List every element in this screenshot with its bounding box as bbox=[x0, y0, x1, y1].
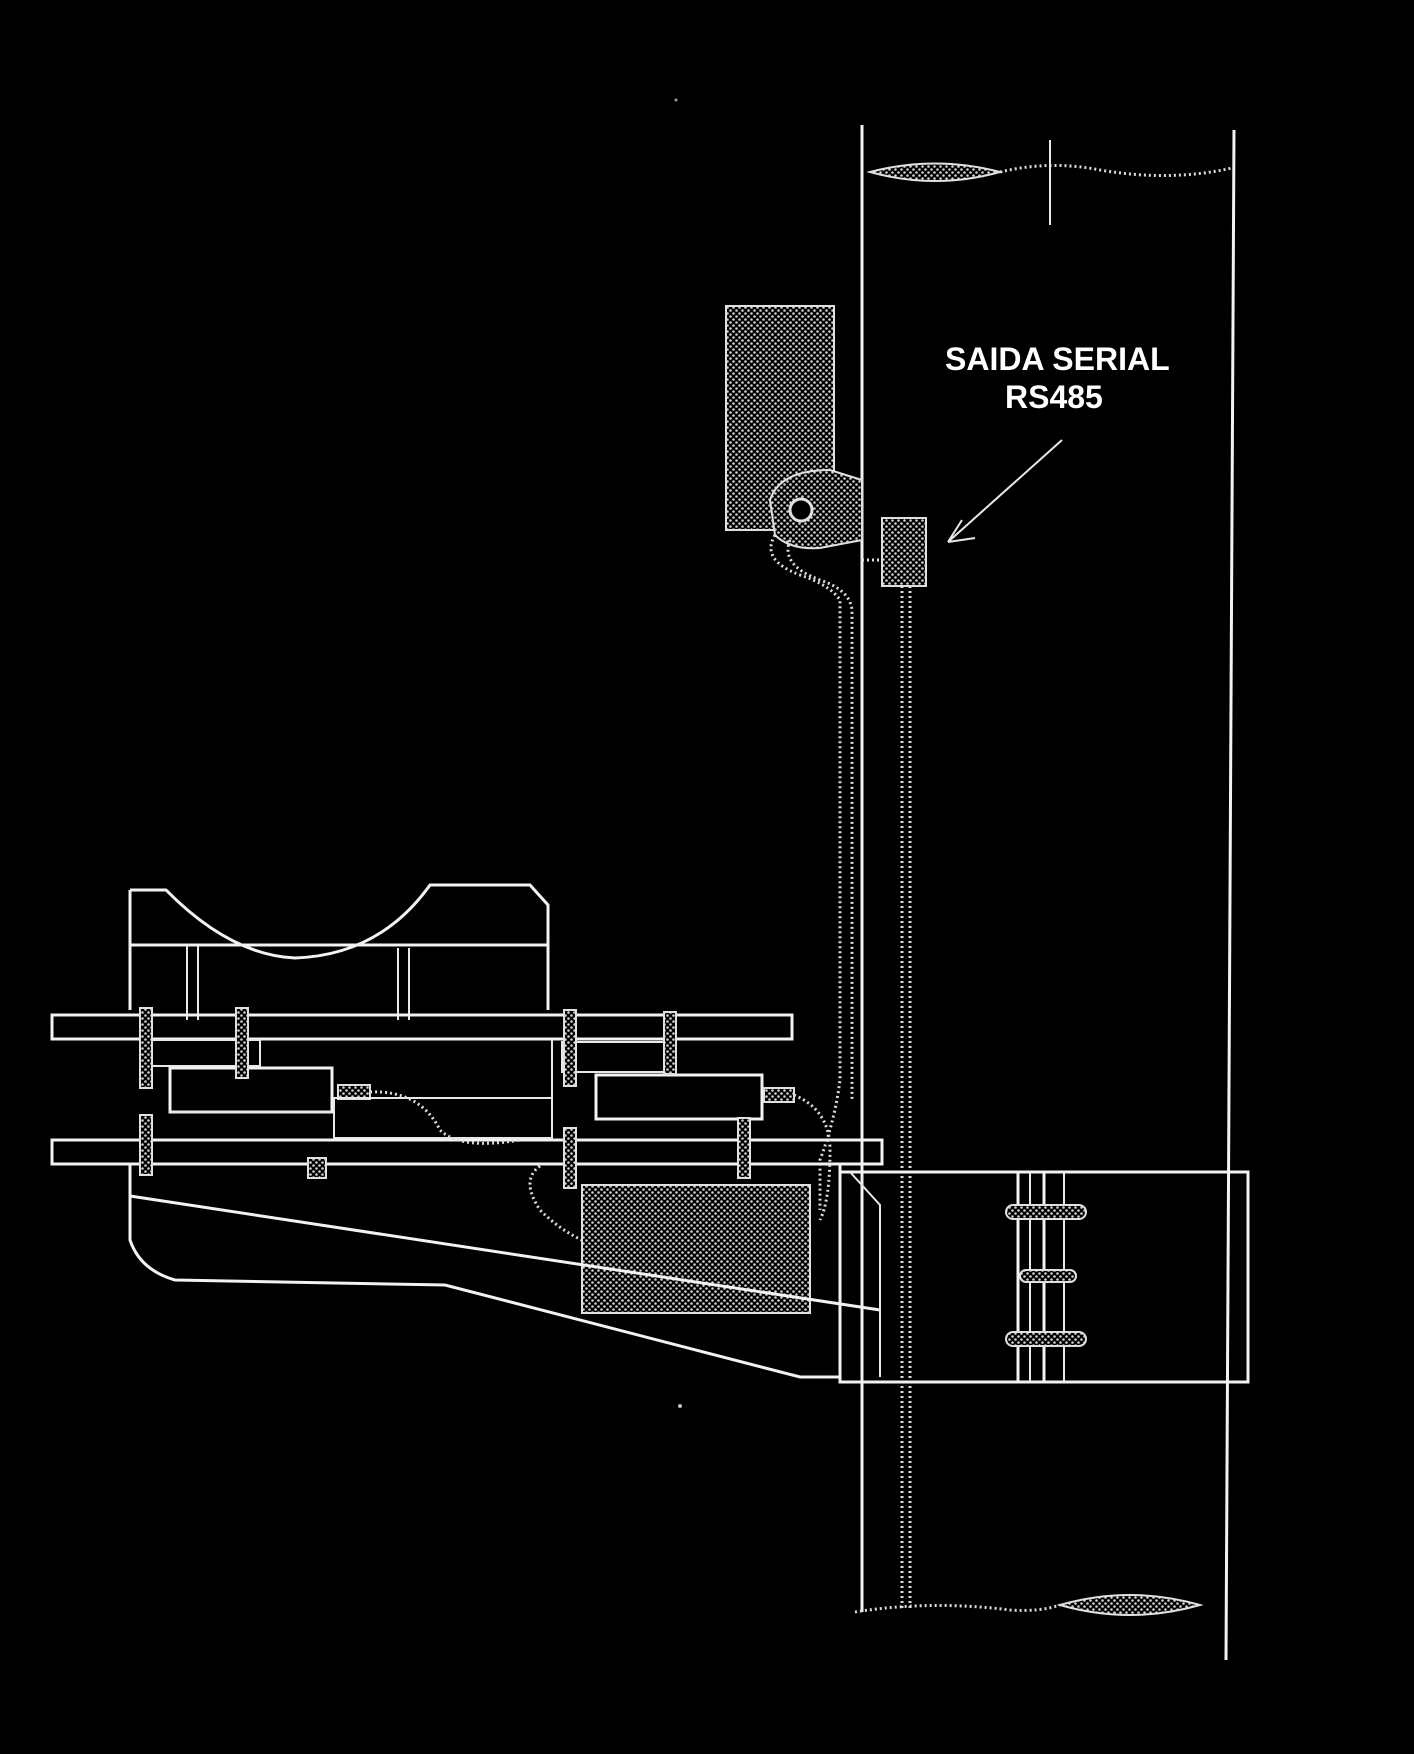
bolts bbox=[139, 1007, 751, 1189]
speck bbox=[678, 1404, 682, 1408]
lower-plate bbox=[50, 1138, 884, 1166]
upper-plate bbox=[50, 1013, 794, 1041]
connector-left bbox=[337, 1084, 371, 1100]
clamp-bolt-mid bbox=[1019, 1269, 1077, 1283]
vertical-pole bbox=[854, 125, 1236, 1661]
top-housing bbox=[725, 305, 863, 1210]
clamp-bolt-bottom bbox=[1005, 1331, 1087, 1347]
arm-body bbox=[128, 1164, 840, 1379]
clamp-bolt-top bbox=[1005, 1204, 1087, 1220]
bottom-break-symbol bbox=[1056, 1594, 1204, 1616]
junction-box bbox=[581, 1184, 811, 1314]
pulley-hub bbox=[788, 497, 814, 523]
saddle bbox=[130, 883, 550, 1010]
label-line-1: SAIDA SERIAL bbox=[945, 341, 1170, 377]
load-cell-right bbox=[594, 1073, 764, 1121]
arrow-head-icon bbox=[947, 519, 976, 543]
connector-right bbox=[763, 1087, 795, 1103]
callout-arrow bbox=[947, 439, 1063, 543]
top-break-symbol bbox=[866, 162, 1004, 182]
speck bbox=[674, 98, 678, 102]
callout: SAIDA SERIAL RS485 bbox=[945, 341, 1170, 543]
serial-output-module bbox=[862, 517, 927, 1610]
label-line-2: RS485 bbox=[1005, 379, 1103, 415]
load-cell-left bbox=[168, 1066, 334, 1114]
arm-assembly bbox=[50, 883, 884, 1379]
pulley-bracket bbox=[768, 468, 863, 550]
rs485-box bbox=[881, 517, 927, 587]
